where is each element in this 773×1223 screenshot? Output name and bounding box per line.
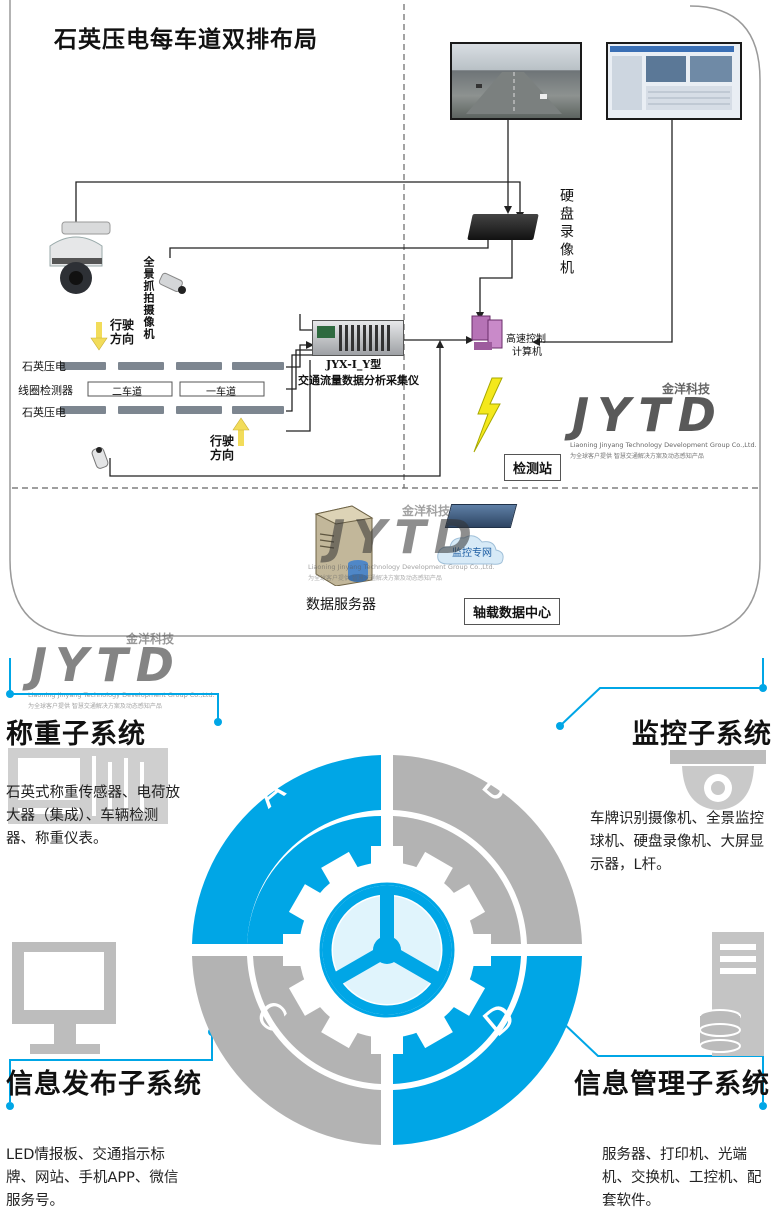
weighing-icon [8, 748, 168, 828]
panorama-camera-icon [158, 272, 188, 298]
panorama-camera-label: 全景抓拍摄像机 [142, 256, 155, 340]
row-label-quartz-2: 石英压电 [22, 406, 66, 419]
lane-label-2: 二车道 [112, 387, 142, 398]
management-icon [696, 930, 766, 1058]
station-label: 检测站 [504, 454, 562, 481]
segment-c [192, 956, 381, 1145]
segment-a [192, 755, 381, 944]
publishing-icon [10, 940, 120, 1058]
direction-label-2: 行驶方向 [210, 434, 235, 462]
publishing-title: 信息发布子系统 [6, 1069, 202, 1100]
watermark-logo: JYTD [30, 638, 182, 692]
collector-name: 交通流量数据分析采集仪 [298, 374, 419, 387]
watermark-slogan: 为全球客户提供 智慧交通解决方案及动态感知产品 [570, 453, 704, 460]
road-monitor-image [450, 42, 582, 120]
publishing-desc: LED情报板、交通指示标牌、网站、手机APP、微信服务号。 [6, 1147, 179, 1209]
watermark-logo: JYTD [572, 388, 724, 442]
dvr-label: 硬盘录像机 [558, 188, 574, 278]
row-label-quartz-1: 石英压电 [22, 360, 66, 373]
weighing-desc: 石英式称重传感器、电荷放大器（集成）、车辆检测器、称重仪表。 [6, 785, 180, 847]
watermark-company-cn: 金洋科技 [126, 632, 175, 646]
watermark-company-cn: 金洋科技 [402, 504, 451, 518]
monitoring-desc: 车牌识别摄像机、全景监控球机、硬盘录像机、大屏显示器，L杆。 [590, 811, 764, 873]
watermark-slogan: 为全球客户提供 智慧交通解决方案及动态感知产品 [308, 575, 442, 582]
collector-device [312, 320, 404, 356]
monitoring-title: 监控子系统 [632, 719, 772, 750]
watermark-company-en: Liaoning Jinyang Technology Development … [308, 563, 495, 571]
network-label: 监控专网 [452, 548, 492, 559]
server-label: 数据服务器 [306, 597, 376, 613]
software-monitor-image [606, 42, 742, 120]
collector-model: JYX-I_Y型 [326, 358, 382, 371]
subsystem-wheel [6, 658, 767, 1145]
watermark-top: 金洋科技 JYTD Liaoning Jinyang Technology De… [570, 378, 760, 462]
server-icon [306, 504, 376, 587]
dome-camera-icon [42, 220, 114, 296]
segment-d [393, 956, 582, 1145]
watermark-middle: 金洋科技 JYTD Liaoning Jinyang Technology De… [300, 500, 500, 584]
diagram-title: 石英压电每车道双排布局 [54, 27, 318, 53]
watermark-logo: JYTD [328, 510, 480, 564]
management-desc: 服务器、打印机、光端机、交换机、工控机、配套软件。 [602, 1147, 762, 1209]
lane-label-1: 一车道 [206, 387, 236, 398]
bullet-camera-icon [88, 442, 116, 472]
network-cloud-icon [434, 534, 506, 568]
control-computer-icon [470, 314, 506, 354]
dvr-device [467, 214, 539, 240]
weighing-title: 称重子系统 [6, 719, 146, 750]
center-label: 轴载数据中心 [464, 598, 561, 625]
segment-b [393, 755, 582, 944]
direction-label-1: 行驶方向 [110, 318, 135, 346]
monitoring-icon [668, 748, 768, 812]
top-diagram: 石英压电每车道双排布局 硬盘录像机 全景抓拍摄像机 行驶方向 行驶方向 石英压电… [9, 0, 761, 637]
watermark-slogan: 为全球客户提供 智慧交通解决方案及动态感知产品 [28, 703, 162, 710]
management-title: 信息管理子系统 [574, 1069, 770, 1100]
control-computer-label-1: 高速控制 [506, 334, 546, 345]
watermark-company-cn: 金洋科技 [662, 382, 711, 396]
row-label-coil: 线圈检测器 [18, 384, 73, 397]
diagram-frame [9, 0, 761, 637]
watermark-company-en: Liaoning Jinyang Technology Development … [570, 441, 757, 449]
control-computer-label-2: 计算机 [512, 347, 542, 358]
